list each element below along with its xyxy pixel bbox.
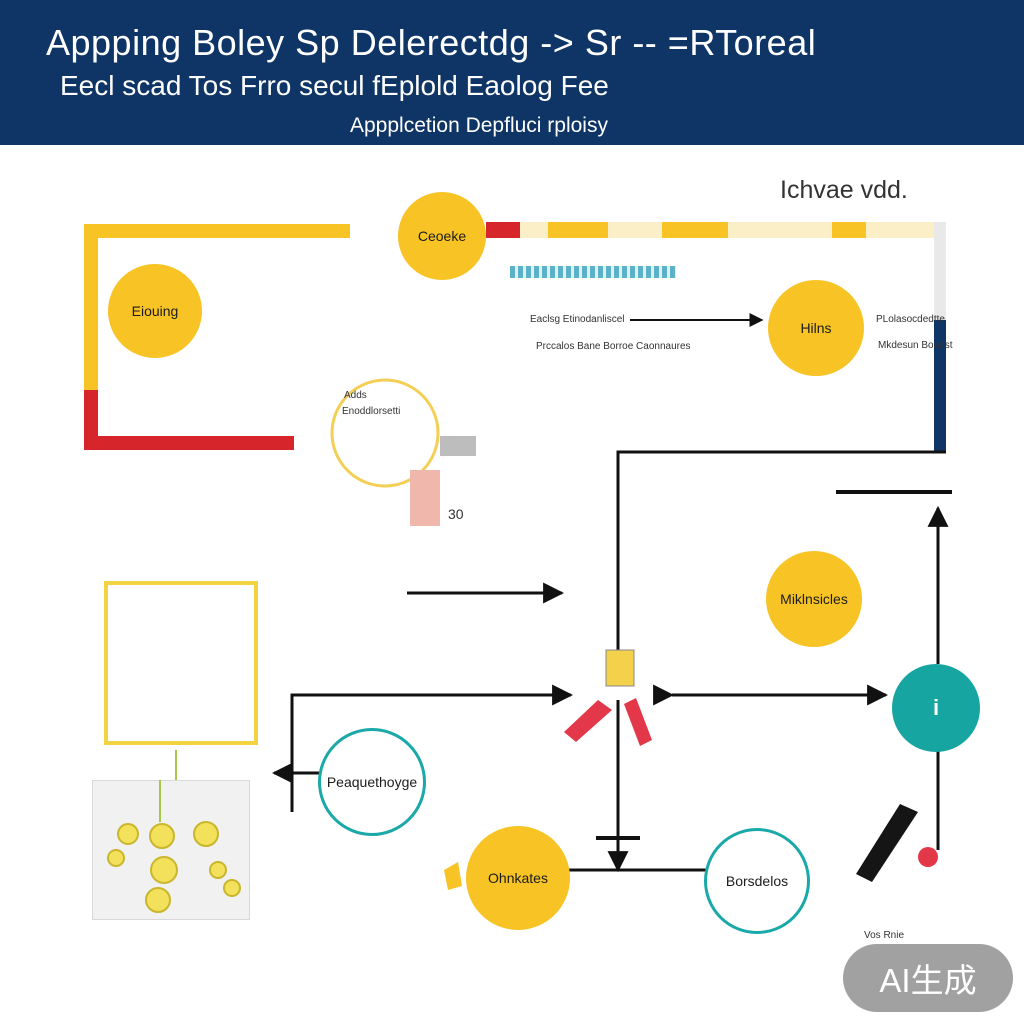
node-eiouing[interactable]: Eiouing bbox=[108, 264, 202, 358]
node-ohnkates[interactable]: Ohnkates bbox=[466, 826, 570, 930]
node-eiouing-label: Eiouing bbox=[131, 303, 179, 319]
ring-barcode bbox=[440, 436, 476, 456]
red-dot bbox=[918, 847, 938, 867]
frame-yellow-seg-2 bbox=[662, 222, 728, 238]
info-icon: i bbox=[932, 695, 940, 720]
ai-generated-badge: AI生成 bbox=[843, 944, 1013, 1012]
node-miklnsicles-label: Miklnsicles bbox=[780, 591, 848, 607]
frame-red-tab bbox=[486, 222, 520, 238]
hub-tile bbox=[605, 649, 635, 687]
frame-bottom-red bbox=[84, 436, 294, 450]
hub-leg-right bbox=[624, 698, 652, 746]
node-hilns-label: Hilns bbox=[800, 320, 832, 336]
node-hilns[interactable]: Hilns bbox=[768, 280, 864, 376]
top-flow-label-2: Prccalos Bane Borroe Caonnaures bbox=[536, 341, 691, 352]
frame-right-navy bbox=[934, 320, 946, 452]
header-title: Appping Boley Sp Delerectdg -> Sr -- =RT… bbox=[46, 22, 817, 63]
yellow-outline-box bbox=[104, 581, 258, 745]
marker-device bbox=[856, 804, 918, 882]
pink-tab bbox=[410, 470, 440, 526]
teal-banner-strip bbox=[510, 266, 676, 278]
node-peaquethoyge-label: Peaquethoyge bbox=[326, 774, 418, 790]
node-ceoeke-label: Ceoeke bbox=[417, 228, 467, 244]
hub-leg-left bbox=[564, 700, 612, 742]
top-flow-label-1: Eaclsg Etinodanliscel bbox=[530, 314, 625, 325]
corner-label: Ichvae vdd. bbox=[780, 176, 908, 204]
right-flow-label-2: Mkdesun Boaast bbox=[878, 340, 953, 351]
numbers-label: 30 bbox=[448, 506, 464, 522]
header-banner: Appping Boley Sp Delerectdg -> Sr -- =RT… bbox=[0, 0, 1024, 145]
frame-left-red bbox=[84, 390, 98, 450]
node-borsdelos-label: Borsdelos bbox=[725, 873, 789, 889]
frame-yellow-seg-3 bbox=[832, 222, 866, 238]
ring-text-b: Enoddlorsetti bbox=[342, 406, 401, 417]
frame-yellow-seg-1 bbox=[548, 222, 608, 238]
node-info[interactable]: i bbox=[892, 664, 980, 752]
frame-top-bar bbox=[84, 224, 350, 238]
node-borsdelos[interactable]: Borsdelos bbox=[704, 828, 810, 934]
panel-dots bbox=[107, 750, 241, 913]
ring-text-a: Adds bbox=[344, 390, 367, 401]
node-ohnkates-label: Ohnkates bbox=[488, 870, 548, 886]
bottom-right-label: Vos Rnie bbox=[864, 930, 905, 941]
ring-thin-yellow bbox=[330, 378, 440, 488]
node-ceoeke[interactable]: Ceoeke bbox=[398, 192, 486, 280]
header-subtitle: Eecl scad Tos Frro secul fEplold Eaolog … bbox=[60, 70, 609, 101]
right-flow-label-1: PLolasocdedtte bbox=[876, 314, 945, 325]
small-yellow-pin bbox=[444, 862, 462, 890]
node-miklnsicles[interactable]: Miklnsicles bbox=[766, 551, 862, 647]
node-peaquethoyge[interactable]: Peaquethoyge bbox=[318, 728, 426, 836]
line-center-riser bbox=[616, 450, 946, 686]
header-tagline: Appplcetion Depfluci rploisy bbox=[350, 114, 608, 137]
